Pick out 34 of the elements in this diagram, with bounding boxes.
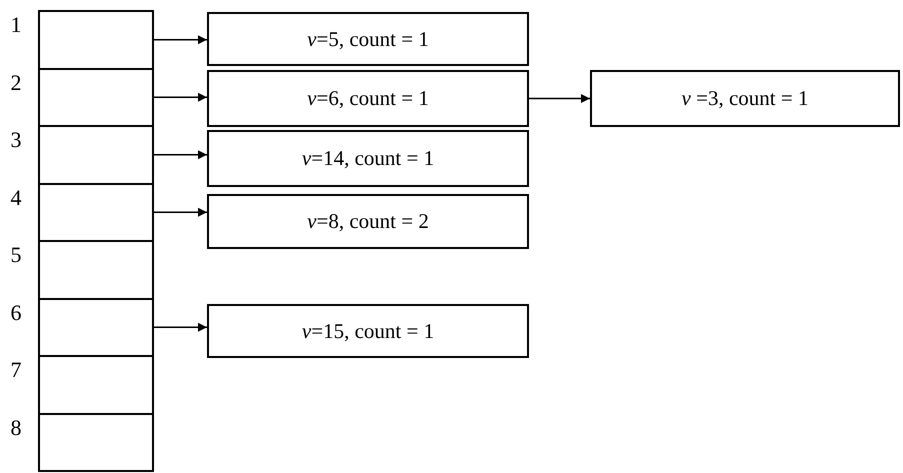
node-label: v=6, count = 1	[307, 86, 429, 111]
index-number: 4	[10, 184, 22, 210]
node-box	[207, 130, 529, 187]
node-box	[207, 304, 529, 358]
arrow	[154, 35, 207, 44]
array-cell	[38, 182, 154, 242]
arrow	[529, 94, 590, 103]
node-box	[207, 70, 529, 127]
index-number: 1	[10, 12, 22, 38]
node-label: v=15, count = 1	[302, 318, 434, 344]
arrow	[154, 322, 207, 332]
array-cell	[38, 68, 154, 127]
index-number: 8	[10, 414, 22, 440]
array-cell	[38, 125, 154, 184]
array-cell	[38, 10, 154, 70]
node-label: v=5, count = 1	[307, 26, 429, 52]
index-number: 5	[10, 242, 22, 268]
node-box	[590, 70, 900, 127]
arrow	[154, 208, 207, 217]
node-box	[207, 194, 529, 249]
node-label: v=14, count = 1	[302, 146, 434, 171]
node-box	[207, 12, 529, 66]
index-number: 2	[10, 70, 22, 96]
index-number: 7	[10, 357, 22, 383]
index-number: 6	[10, 300, 22, 326]
array-cell	[38, 355, 154, 414]
array-cell	[38, 240, 154, 300]
array-cell	[38, 412, 154, 472]
node-label: v=8, count = 2	[307, 209, 429, 234]
array-cell	[38, 298, 154, 357]
arrow	[154, 150, 207, 160]
node-label: v =3, count = 1	[682, 86, 808, 111]
arrow	[154, 92, 207, 102]
index-number: 3	[10, 127, 22, 153]
